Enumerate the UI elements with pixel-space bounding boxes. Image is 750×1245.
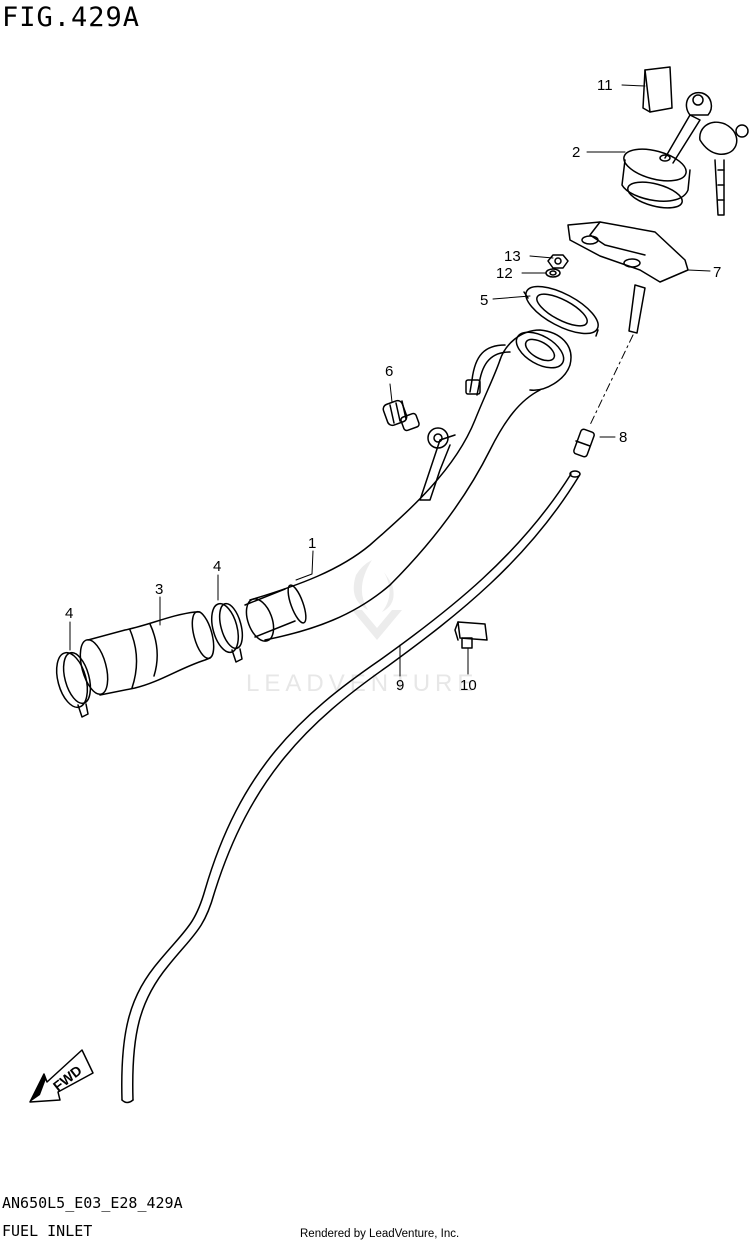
clip-part: [454, 621, 488, 649]
figure-title: FIG.429A: [2, 2, 141, 33]
callout-11: 11: [597, 77, 613, 94]
render-credit: Rendered by LeadVenture, Inc.: [300, 1228, 460, 1240]
callout-1: 1: [308, 535, 316, 552]
figure-code: AN650L5_E03_E28_429A: [2, 1194, 183, 1212]
figure-name: FUEL INLET: [2, 1222, 93, 1240]
callout-4-left: 4: [65, 605, 73, 622]
breather-hose-part: [121, 470, 581, 1104]
callout-9: 9: [396, 677, 404, 694]
callout-13: 13: [504, 248, 521, 265]
clamp-left-part: [55, 651, 92, 718]
callout-6: 6: [385, 363, 393, 380]
bolt-part: [382, 399, 420, 432]
callout-8: 8: [619, 429, 627, 446]
joint-part: [573, 428, 595, 458]
leader-lines: [69, 84, 711, 677]
watermark: LEADVENTURE: [246, 560, 478, 697]
fuel-cap-part: [621, 91, 749, 216]
callout-4-right: 4: [213, 558, 221, 575]
gasket-part: [523, 285, 599, 337]
cap-bracket-part: [567, 221, 689, 334]
callout-10: 10: [460, 677, 477, 694]
callout-3: 3: [155, 581, 163, 598]
clamp-right-part: [210, 602, 244, 663]
filler-neck-part: [244, 329, 572, 642]
filler-hose-part: [79, 610, 215, 696]
watermark-text: LEADVENTURE: [246, 670, 478, 697]
fwd-arrow: FWD: [29, 1049, 94, 1103]
callout-labels: 11 2 7 13 12 5 6 8 1 4 3 4 10 9: [65, 77, 721, 694]
callout-7: 7: [713, 264, 721, 281]
callout-5: 5: [480, 292, 488, 309]
key-tag-part: [642, 66, 673, 113]
washer-part: [545, 268, 561, 278]
callout-12: 12: [496, 265, 513, 282]
nut-part: [547, 254, 569, 269]
callout-2: 2: [572, 144, 580, 161]
